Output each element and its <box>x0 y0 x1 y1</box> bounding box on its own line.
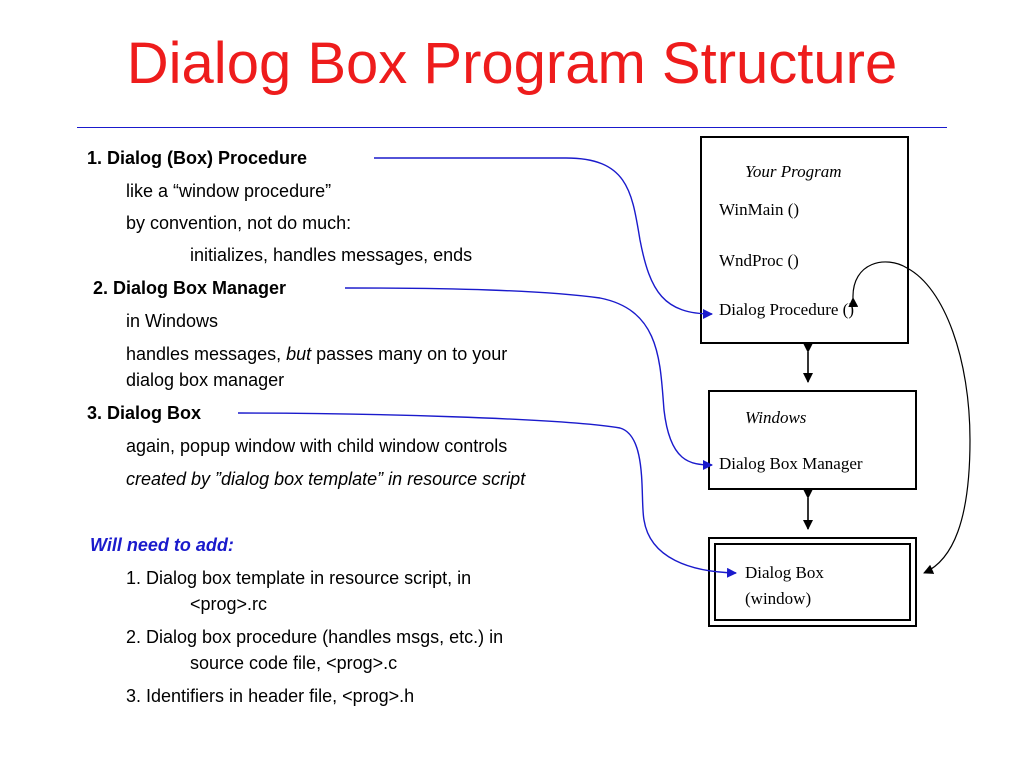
item-2-line-3: dialog box manager <box>126 370 285 390</box>
item-3-heading: 3. Dialog Box <box>87 403 202 423</box>
needs-heading: Will need to add: <box>90 535 234 555</box>
needs-item-1-a: 1. Dialog box template in resource scrip… <box>126 568 472 588</box>
dialog-box-manager-label: Dialog Box Manager <box>719 454 863 473</box>
item-1-line-3: initializes, handles messages, ends <box>190 245 473 265</box>
slide-title: Dialog Box Program Structure <box>126 31 898 96</box>
needs-item-2-a: 2. Dialog box procedure (handles msgs, e… <box>126 627 504 647</box>
item-3-line-1: again, popup window with child window co… <box>126 436 508 456</box>
winmain-label: WinMain () <box>719 200 800 219</box>
item-3-line-2: created by ”dialog box template” in reso… <box>126 469 526 489</box>
item-2-line-1: in Windows <box>126 311 219 331</box>
item-1-line-1: like a “window procedure” <box>126 181 332 201</box>
link-item-1-to-dialog-procedure <box>374 157 713 319</box>
windows-box <box>708 390 917 490</box>
wndproc-label: WndProc () <box>719 251 799 270</box>
needs-item-3: 3. Identifiers in header file, <prog>.h <box>126 686 415 706</box>
needs-item-2-b: source code file, <prog>.c <box>190 653 398 673</box>
item-2-heading: 2. Dialog Box Manager <box>93 278 287 298</box>
dialog-procedure-label: Dialog Procedure () <box>719 300 855 319</box>
item-2-line-2-c: passes many on to your <box>311 344 508 364</box>
item-2-line-2-a: handles messages, <box>126 344 287 364</box>
your-program-title: Your Program <box>745 162 842 181</box>
dialog-box-label-2: (window) <box>745 589 812 608</box>
dialog-box-inner-frame <box>714 543 911 621</box>
item-1-line-2: by convention, not do much: <box>126 213 352 233</box>
windows-title: Windows <box>745 408 807 427</box>
item-2-line-2: handles messages, but passes many on to … <box>126 342 507 366</box>
item-2-line-2-emphasis: but <box>286 344 312 364</box>
dialog-box-label-1: Dialog Box <box>745 563 824 582</box>
needs-item-1-b: <prog>.rc <box>190 594 268 614</box>
item-1-heading: 1. Dialog (Box) Procedure <box>87 148 308 168</box>
title-divider <box>77 127 947 128</box>
